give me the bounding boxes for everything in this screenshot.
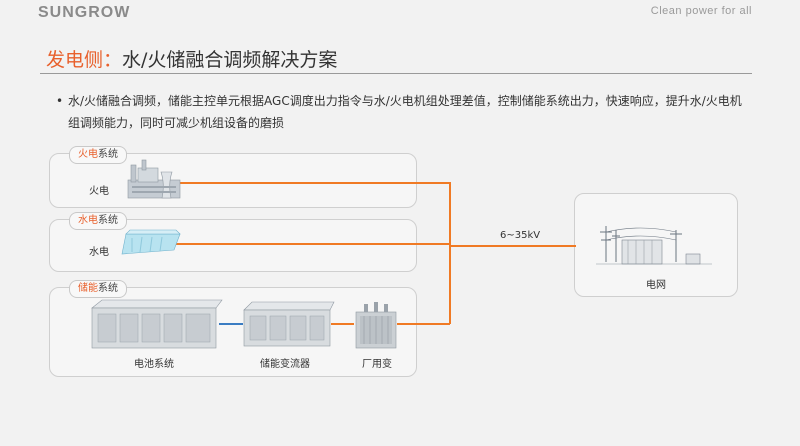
hydro-plant-icon: [121, 229, 181, 255]
storage-tag-accent: 储能: [78, 283, 98, 294]
thermal-line: [178, 182, 451, 324]
title-divider: [40, 73, 752, 74]
thermal-tag-rest: 系统: [98, 149, 118, 160]
transformer-label: 厂用变: [362, 359, 392, 370]
thermal-system-box: [49, 153, 417, 208]
transformer-icon: [355, 302, 397, 349]
grid-substation-icon: [596, 226, 712, 265]
page-title-accent: 发电侧：: [46, 49, 123, 71]
battery-label: 电池系统: [134, 359, 174, 370]
description-text: 水/火储融合调频，储能主控单元根据AGC调度出力指令与水/火电机组处理差值，控制…: [68, 94, 742, 130]
storage-tag-rest: 系统: [98, 283, 118, 294]
bullet-dot: •: [56, 94, 64, 108]
tagline: Clean power for all: [650, 5, 752, 17]
page-title: 发电侧：水/火储融合调频解决方案: [46, 45, 337, 72]
thermal-label: 火电: [89, 186, 109, 197]
grid-label: 电网: [646, 280, 666, 291]
converter-label: 储能变流器: [260, 359, 310, 370]
top-bar: SUNGROW Clean power for all: [0, 0, 800, 24]
description-bullet: • 水/火储融合调频，储能主控单元根据AGC调度出力指令与水/火电机组处理差值，…: [56, 90, 752, 134]
page-title-rest: 水/火储融合调频解决方案: [122, 49, 338, 71]
storage-system-tag: 储能系统: [69, 280, 127, 298]
hydro-system-tag: 水电系统: [69, 212, 127, 230]
thermal-plant-icon: [127, 159, 181, 199]
pcs-container-icon: [243, 301, 335, 347]
voltage-label: 6~35kV: [500, 230, 541, 241]
battery-container-icon: [91, 299, 223, 349]
hydro-tag-rest: 系统: [98, 215, 118, 226]
sungrow-logo: SUNGROW: [38, 4, 131, 21]
hydro-label: 水电: [89, 247, 109, 258]
thermal-tag-accent: 火电: [78, 149, 98, 160]
hydro-tag-accent: 水电: [78, 215, 98, 226]
connection-lines: [176, 182, 576, 325]
thermal-system-tag: 火电系统: [69, 146, 127, 164]
